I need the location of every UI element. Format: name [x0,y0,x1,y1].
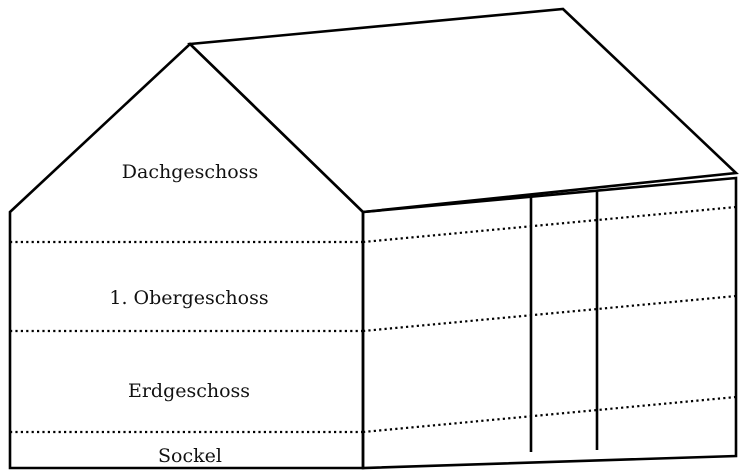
label-dachgeschoss: Dachgeschoss [122,161,258,183]
label-sockel: Sockel [158,445,222,467]
side-floor-line-attic [362,205,737,244]
gable-end-wall [8,42,365,470]
side-wall [361,176,738,470]
roof-plane [187,7,739,214]
label-obergeschoss: 1. Obergeschoss [109,287,268,309]
side-floor-line-upper [362,294,737,333]
label-erdgeschoss: Erdgeschoss [128,380,250,402]
side-floor-line-ground [362,395,737,434]
